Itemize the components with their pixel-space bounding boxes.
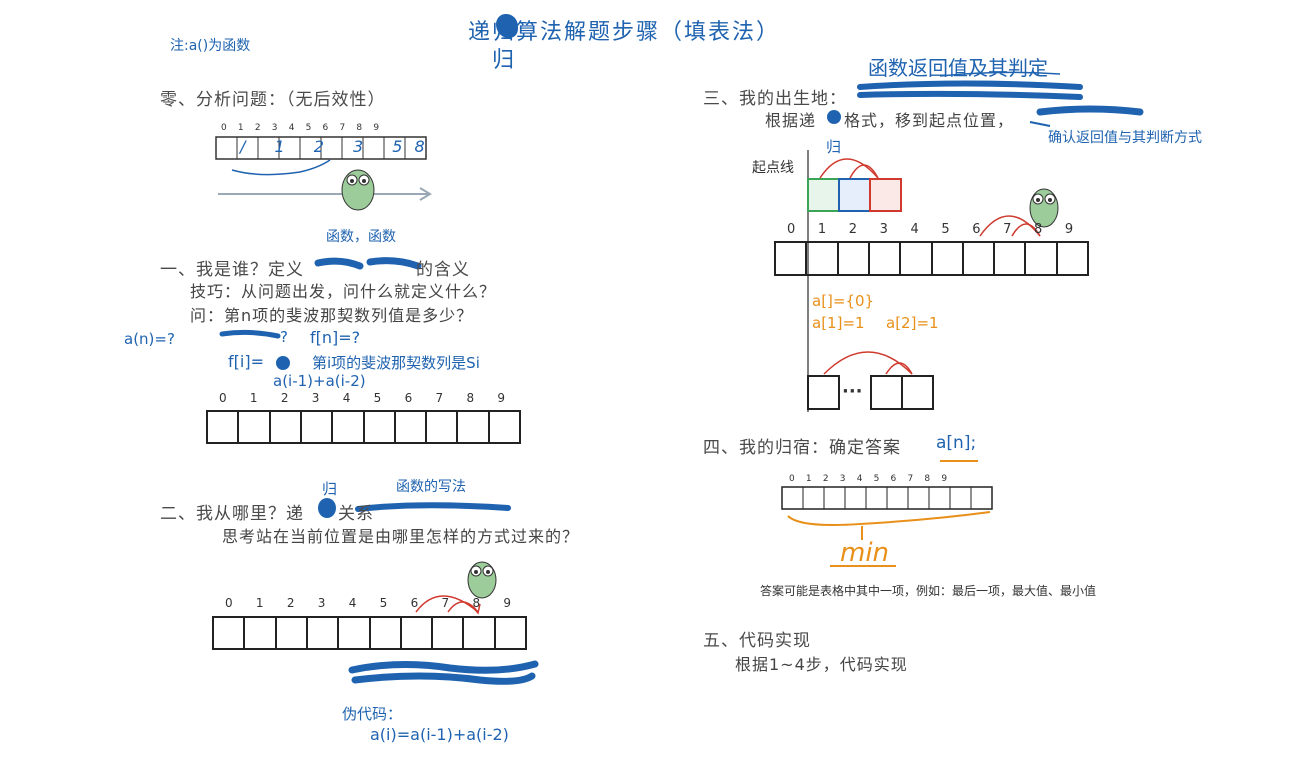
sec3-line2: 根据递	[765, 111, 817, 130]
sec2-heading-blot	[318, 498, 336, 518]
sec4-brace	[787, 511, 991, 526]
sec2-pseudo-label: 伪代码：	[342, 705, 403, 723]
gopher-mascot-1	[341, 169, 375, 211]
gopher-mascot-2	[467, 561, 497, 599]
sec0-underline	[231, 159, 331, 176]
sec3-table	[774, 241, 1089, 276]
page-title: 递归算法解题步骤（填表法）	[468, 20, 781, 45]
sec4-desc: 答案可能是表格中其中一项，例如：最后一项，最大值、最小值	[760, 584, 1097, 598]
sec1-tip: 技巧：从问题出发，问什么就定义什么？	[190, 282, 497, 301]
sec3-init2: a[1]=1	[812, 314, 865, 332]
sec3-start-line-label: 起点线	[752, 160, 794, 176]
sec3-gui-scribble	[827, 110, 841, 124]
title-scribble	[496, 14, 518, 38]
sec4-table	[781, 486, 993, 510]
sec3-blue-cell	[838, 178, 871, 212]
section-5-heading: 五、代码实现	[703, 631, 811, 651]
sec0-table	[215, 136, 427, 160]
sec3-confirm: 确认返回值与其判断方式	[1048, 130, 1202, 146]
function-note: 注:a()为函数	[170, 38, 251, 54]
sec1-question: 问：第n项的斐波那契数列值是多少？	[190, 306, 474, 325]
sec5-desc: 根据1~4步，代码实现	[735, 655, 908, 674]
sec1-fi: f[i]=	[228, 352, 264, 371]
sec1-heading-scribble	[314, 257, 422, 270]
sec3-small-cell-3	[901, 375, 934, 410]
section-0-heading: 零、分析问题：（无后效性）	[160, 90, 386, 110]
sec1-fi-desc: 第i项的斐波那契数列是Si	[312, 354, 480, 372]
sec2-indices: 0123456789	[225, 596, 535, 610]
sec3-init1: a[]={0}	[812, 292, 875, 310]
sec1-an: a(n)=?	[124, 330, 175, 348]
sec0-func-label: 函数，函数	[326, 229, 396, 245]
sec2-table	[212, 616, 527, 650]
sec1-an-q: ?	[280, 328, 288, 346]
sec0-indices: 0123456789	[221, 123, 391, 133]
sec3-heading-scribble	[857, 80, 1083, 100]
sec1-fn: f[n]=?	[310, 328, 361, 347]
sec3-line2-scribble	[1036, 105, 1144, 116]
sec2-think: 思考站在当前位置是由哪里怎样的方式过来的？	[222, 527, 580, 546]
sec1-table	[206, 410, 521, 444]
section-1-heading: 一、我是谁？定义	[160, 260, 304, 280]
sec3-red-cell	[869, 178, 902, 212]
section-3-heading: 三、我的出生地：	[703, 89, 847, 109]
sec3-gui: 归	[826, 138, 842, 156]
sec1-fi-scribble	[276, 356, 290, 370]
sec2-scribble-redaction	[348, 660, 539, 685]
sec2-arrow-1	[415, 595, 479, 613]
section-2-heading: 二、我从哪里？递	[160, 504, 304, 524]
sec2-pseudo-code: a(i)=a(i-1)+a(i-2)	[370, 725, 509, 744]
sec3-overline: 函数返回值及其判定	[868, 56, 1048, 80]
gopher-mascot-3	[1029, 188, 1059, 228]
sec3-init3: a[2]=1	[886, 314, 939, 332]
sec3-small-cell-2	[870, 375, 903, 410]
section-1-heading-tail: 的含义	[416, 260, 470, 280]
sec2-gui: 归	[322, 480, 338, 498]
sec3-line2-tail: 格式，移到起点位置，	[844, 111, 1015, 130]
sec4-indices: 0123456789	[789, 474, 959, 484]
sec4-answer: a[n];	[936, 433, 977, 453]
sec3-indices: 0123456789	[787, 222, 1096, 237]
section-2-heading-tail: 关系	[338, 504, 374, 524]
sec3-green-cell	[807, 178, 840, 212]
sec1-recur: a(i-1)+a(i-2)	[273, 372, 366, 390]
sec1-an-scribble	[219, 329, 281, 339]
sec3-small-cell-1	[807, 375, 840, 410]
sec2-heading-scribble	[355, 502, 511, 512]
section-4-heading: 四、我的归宿：确定答案	[703, 438, 901, 458]
sec1-indices: 0123456789	[219, 391, 529, 405]
sec3-dots: ···	[842, 381, 863, 402]
sec3-overline-arrow	[939, 71, 1061, 77]
sec2-func-write: 函数的写法	[396, 479, 466, 495]
sec4-min: min	[840, 538, 890, 568]
sec0-cell-values: / 1 2 3 58	[240, 137, 437, 156]
title-gui-annotation: 归	[492, 48, 515, 73]
